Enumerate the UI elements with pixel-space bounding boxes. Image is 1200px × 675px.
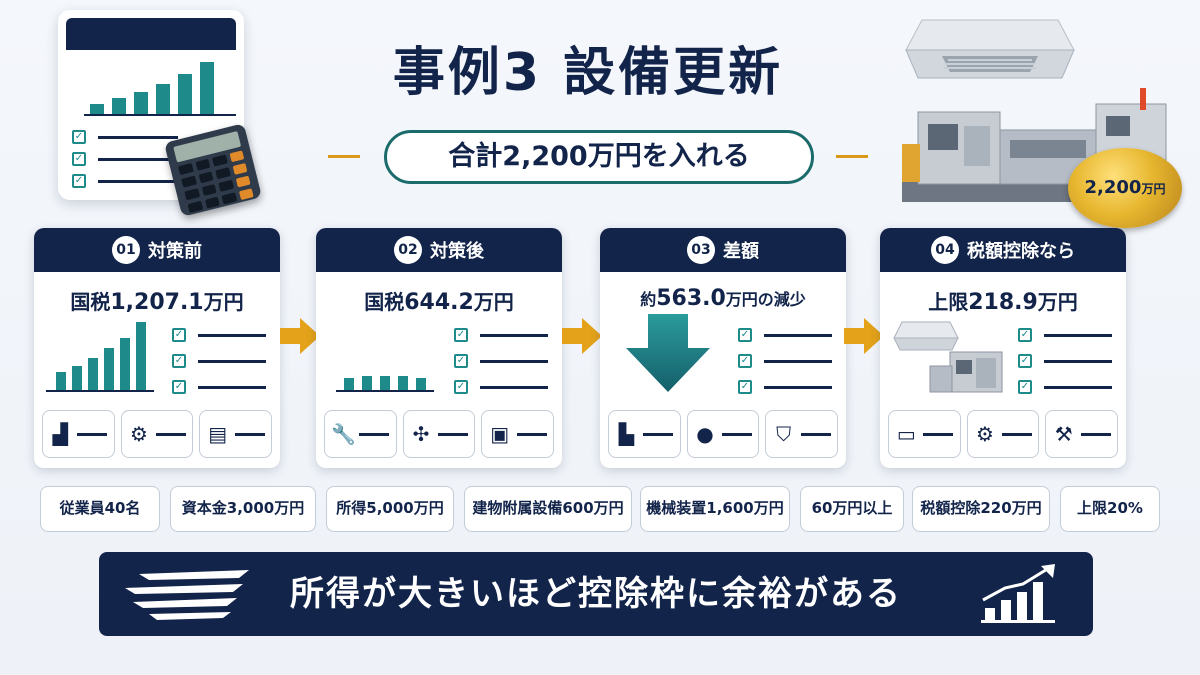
info-chip: 所得5,000万円 bbox=[326, 486, 454, 532]
info-chip: 機械装置1,600万円 bbox=[640, 486, 790, 532]
gear-icon: ⚙ bbox=[130, 422, 148, 446]
checklist: ✓ ✓ ✓ bbox=[454, 324, 554, 402]
info-chip: 60万円以上 bbox=[800, 486, 904, 532]
icon-tile: ▤ bbox=[199, 410, 273, 458]
report-header-bar bbox=[66, 18, 236, 50]
card-label: 対策後 bbox=[430, 241, 484, 262]
icon-tile: ✣ bbox=[402, 410, 476, 458]
growth-chart-icon bbox=[981, 564, 1055, 623]
info-chip: 上限20% bbox=[1060, 486, 1160, 532]
piggy-bank-icon: ● bbox=[696, 422, 714, 446]
card-number: 02 bbox=[394, 236, 422, 264]
info-chip: 税額控除220万円 bbox=[912, 486, 1050, 532]
clipboard-icon: ▤ bbox=[208, 422, 228, 446]
card-value: 約563.0万円の減少 bbox=[640, 286, 806, 311]
card-number: 04 bbox=[931, 236, 959, 264]
card-label: 差額 bbox=[723, 241, 759, 262]
down-arrow-icon bbox=[626, 314, 710, 392]
arrow-right-icon bbox=[562, 318, 602, 354]
checklist: ✓ ✓ ✓ bbox=[172, 324, 272, 402]
icon-tile: ⚙ bbox=[966, 410, 1040, 458]
card-header: 04 税額控除なら bbox=[880, 228, 1126, 272]
subtitle-left-rule bbox=[328, 155, 360, 158]
card-before-measures: 01 対策前 国税1,207.1万円 ✓ ✓ ✓ ▟ ⚙ ▤ bbox=[34, 228, 280, 468]
decline-chart-icon: ▙ bbox=[618, 422, 635, 446]
low-bar-chart-icon bbox=[336, 376, 434, 392]
icon-tile: ▟ bbox=[42, 410, 115, 458]
fan-icon: ✣ bbox=[412, 422, 430, 446]
card-header: 03 差額 bbox=[600, 228, 846, 272]
equipment-illustration bbox=[893, 321, 1003, 393]
rising-bar-chart-icon bbox=[46, 322, 154, 392]
air-conditioner-icon: ▭ bbox=[896, 422, 916, 446]
conclusion-banner: 所得が大きいほど控除枠に余裕がある bbox=[99, 552, 1093, 636]
card-value: 上限218.9万円 bbox=[928, 290, 1078, 315]
checklist: ✓ ✓ ✓ bbox=[1018, 324, 1118, 402]
industrial-machine-icon bbox=[902, 88, 1172, 202]
checklist-item: ✓ bbox=[72, 152, 222, 168]
icon-tile: ● bbox=[686, 410, 760, 458]
icon-tile: ▣ bbox=[481, 410, 555, 458]
card-after-measures: 02 対策後 国税644.2万円 ✓ ✓ ✓ 🔧 ✣ ▣ bbox=[316, 228, 562, 468]
arrow-right-icon bbox=[280, 318, 320, 354]
subtitle-pill: 合計2,200万円を入れる bbox=[384, 130, 814, 184]
ceiling-air-conditioner-icon bbox=[905, 19, 1075, 79]
card-value: 国税1,207.1万円 bbox=[70, 290, 244, 315]
checklist-item: ✓ bbox=[72, 130, 222, 146]
icon-tile: ⛉ bbox=[765, 410, 839, 458]
page-title: 事例3 設備更新 bbox=[392, 43, 784, 103]
icon-tile: ▙ bbox=[608, 410, 681, 458]
banner-text: 所得が大きいほど控除枠に余裕がある bbox=[290, 574, 902, 614]
card-tax-credit: 04 税額控除なら 上限218.9万円 ✓ ✓ ✓ ▭ ⚙ ⚒ bbox=[880, 228, 1126, 468]
icon-tile: ▭ bbox=[888, 410, 961, 458]
cabinet-icon: ▣ bbox=[490, 422, 510, 446]
info-chip: 建物附属設備600万円 bbox=[464, 486, 632, 532]
card-difference: 03 差額 約563.0万円の減少 ✓ ✓ ✓ ▙ ● ⛉ bbox=[600, 228, 846, 468]
icon-tile: ⚒ bbox=[1045, 410, 1119, 458]
icon-tile: ⚙ bbox=[120, 410, 194, 458]
robot-arm-icon: ⚒ bbox=[1054, 422, 1073, 446]
shield-icon: ⛉ bbox=[776, 422, 792, 446]
card-label: 対策前 bbox=[148, 241, 202, 262]
amount-coin-badge: 2,200万円 bbox=[1068, 148, 1182, 228]
subtitle-right-rule bbox=[836, 155, 868, 158]
card-number: 01 bbox=[112, 236, 140, 264]
checklist: ✓ ✓ ✓ bbox=[738, 324, 838, 402]
mini-bar-chart-icon bbox=[90, 62, 230, 114]
chart-baseline bbox=[84, 114, 236, 116]
icon-tile: 🔧 bbox=[324, 410, 397, 458]
info-chip: 資本金3,000万円 bbox=[170, 486, 316, 532]
speed-lines-icon bbox=[125, 570, 249, 620]
card-header: 02 対策後 bbox=[316, 228, 562, 272]
card-header: 01 対策前 bbox=[34, 228, 280, 272]
info-chip: 従業員40名 bbox=[40, 486, 160, 532]
report-illustration: ✓ ✓ ✓ bbox=[58, 10, 244, 200]
checklist-item: ✓ bbox=[72, 174, 222, 190]
card-value: 国税644.2万円 bbox=[364, 290, 514, 315]
building-icon: ▟ bbox=[52, 422, 69, 446]
wrench-icon: 🔧 bbox=[331, 422, 357, 446]
gear-icon: ⚙ bbox=[976, 422, 994, 446]
arrow-right-icon bbox=[844, 318, 884, 354]
card-number: 03 bbox=[687, 236, 715, 264]
card-label: 税額控除なら bbox=[967, 241, 1075, 262]
